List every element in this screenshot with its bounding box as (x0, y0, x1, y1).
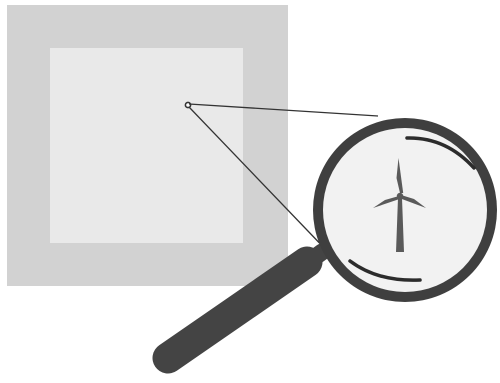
focus-point (185, 102, 190, 107)
inner-map-square (50, 48, 243, 243)
turbine-hub (397, 193, 403, 199)
magnifier-icon (313, 118, 497, 302)
lens-glass (323, 128, 487, 292)
